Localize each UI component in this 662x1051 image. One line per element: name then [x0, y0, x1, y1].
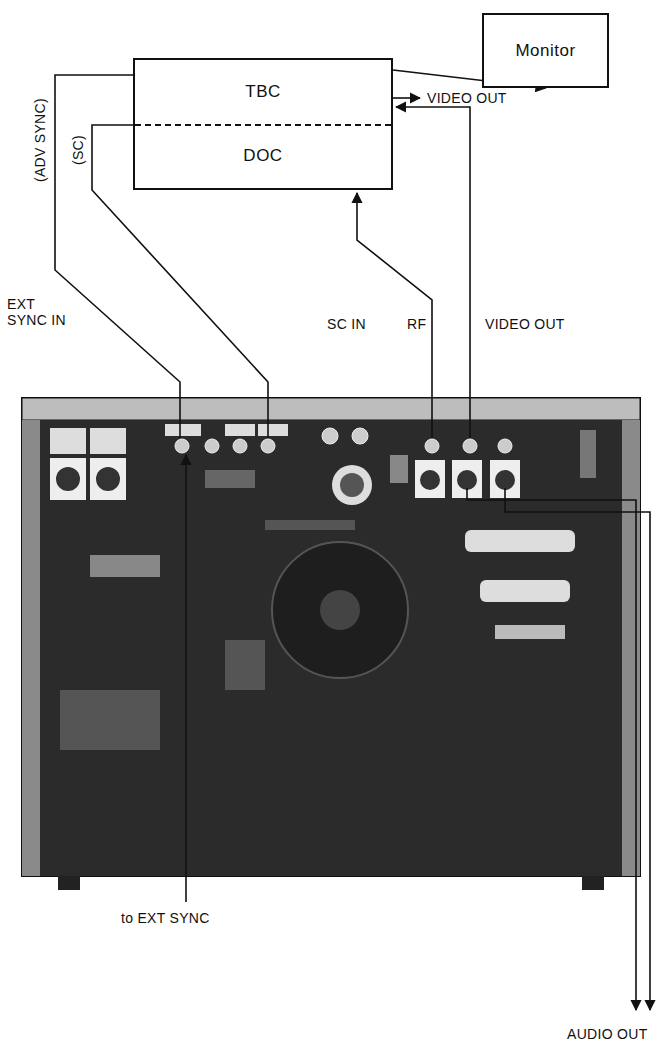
signal-label: SC IN — [326, 316, 367, 332]
signal-label: EXT SYNC IN — [6, 296, 72, 328]
audio-out-wire — [505, 488, 650, 1010]
signal-label: AUDIO OUT — [566, 1026, 648, 1042]
box-label: DOC — [243, 146, 282, 166]
audio-out-wire — [467, 488, 636, 1010]
signal-label: (ADV SYNC) — [32, 97, 48, 183]
signal-label: (SC) — [70, 134, 86, 166]
tbc-video-out-arrow — [393, 97, 420, 99]
monitor-box: Monitor — [482, 13, 609, 88]
signal-label: RF — [406, 316, 427, 332]
to-ext-sync-arrow — [185, 455, 187, 902]
rf-wire — [357, 193, 432, 438]
tbc-doc-unit: TBC DOC — [133, 58, 393, 190]
signal-label: to EXT SYNC — [120, 910, 211, 926]
signal-label: VIDEO OUT — [426, 90, 508, 106]
signal-label: VIDEO OUT — [484, 316, 566, 332]
section-divider — [135, 124, 391, 126]
video-out-wire — [396, 107, 470, 438]
box-label: Monitor — [515, 41, 575, 61]
box-label: TBC — [245, 82, 281, 102]
